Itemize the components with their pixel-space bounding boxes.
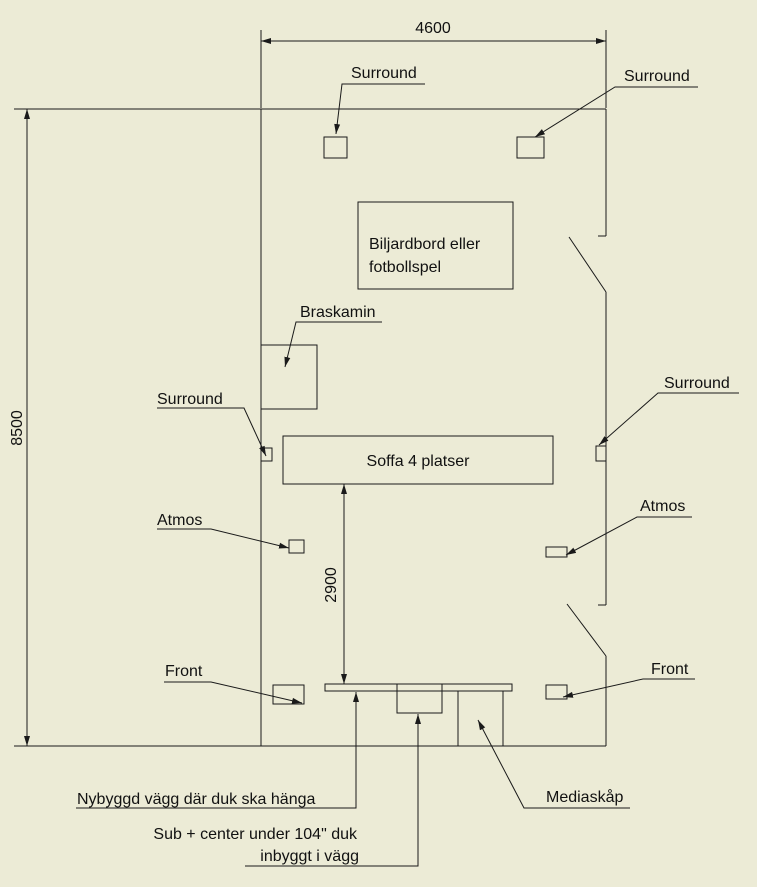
sub-note-line2: inbyggt i vägg bbox=[260, 848, 359, 865]
surround-top-left-label: Surround bbox=[351, 65, 417, 82]
billiard-label-line2: fotbollspel bbox=[369, 259, 441, 276]
surround-speaker-side-right bbox=[595, 445, 607, 462]
subwoofer-center-box bbox=[396, 683, 443, 714]
callout-atmos-left: Atmos bbox=[157, 512, 290, 549]
mediaskap-label: Mediaskåp bbox=[546, 788, 623, 806]
callout-surround-top-right: Surround bbox=[534, 68, 698, 138]
sofa-distance-dimension-label: 2900 bbox=[323, 567, 340, 603]
surround-top-right-label: Surround bbox=[624, 68, 690, 85]
wall-note-label: Nybyggd vägg där duk ska hänga bbox=[77, 791, 315, 808]
sofa-label: Soffa 4 platser bbox=[367, 453, 471, 470]
door-swing-upper bbox=[568, 236, 607, 293]
front-right-label: Front bbox=[651, 661, 689, 678]
room-walls bbox=[260, 108, 607, 747]
surround-speaker-side-left bbox=[260, 447, 273, 462]
surround-side-right-label: Surround bbox=[664, 375, 730, 392]
surround-speaker-top-right bbox=[516, 136, 545, 159]
atmos-speaker-left bbox=[288, 539, 305, 554]
billiard-label-line1: Biljardbord eller bbox=[369, 236, 481, 253]
callout-front-left: Front bbox=[164, 663, 303, 704]
front-speaker-left bbox=[272, 684, 305, 705]
callout-mediaskap: Mediaskåp bbox=[477, 719, 630, 809]
braskamin-label: Braskamin bbox=[300, 304, 376, 321]
atmos-speaker-right bbox=[545, 546, 568, 558]
callout-surround-side-right: Surround bbox=[598, 375, 739, 446]
fireplace bbox=[260, 344, 318, 410]
callout-braskamin: Braskamin bbox=[284, 304, 382, 368]
width-dimension-label: 4600 bbox=[415, 20, 451, 37]
surround-speaker-top-left bbox=[323, 136, 348, 159]
screen-wall bbox=[324, 683, 513, 692]
sofa bbox=[282, 435, 554, 485]
callout-surround-side-left: Surround bbox=[157, 391, 267, 457]
callout-atmos-right: Atmos bbox=[565, 498, 692, 556]
callout-front-right: Front bbox=[562, 661, 695, 698]
media-cabinet bbox=[457, 691, 504, 746]
callout-surround-top-left: Surround bbox=[334, 65, 425, 135]
atmos-right-label: Atmos bbox=[640, 498, 685, 515]
sub-note-line1: Sub + center under 104" duk bbox=[153, 826, 358, 843]
surround-side-left-label: Surround bbox=[157, 391, 223, 408]
callout-wall-note: Nybyggd vägg där duk ska hänga bbox=[76, 692, 359, 809]
callout-sub-center: Sub + center under 104" duk inbyggt i vä… bbox=[153, 714, 421, 867]
length-dimension-label: 8500 bbox=[9, 410, 26, 446]
door-swing-lower bbox=[566, 603, 607, 657]
front-left-label: Front bbox=[165, 663, 203, 680]
atmos-left-label: Atmos bbox=[157, 512, 202, 529]
billiard-table bbox=[357, 201, 514, 290]
